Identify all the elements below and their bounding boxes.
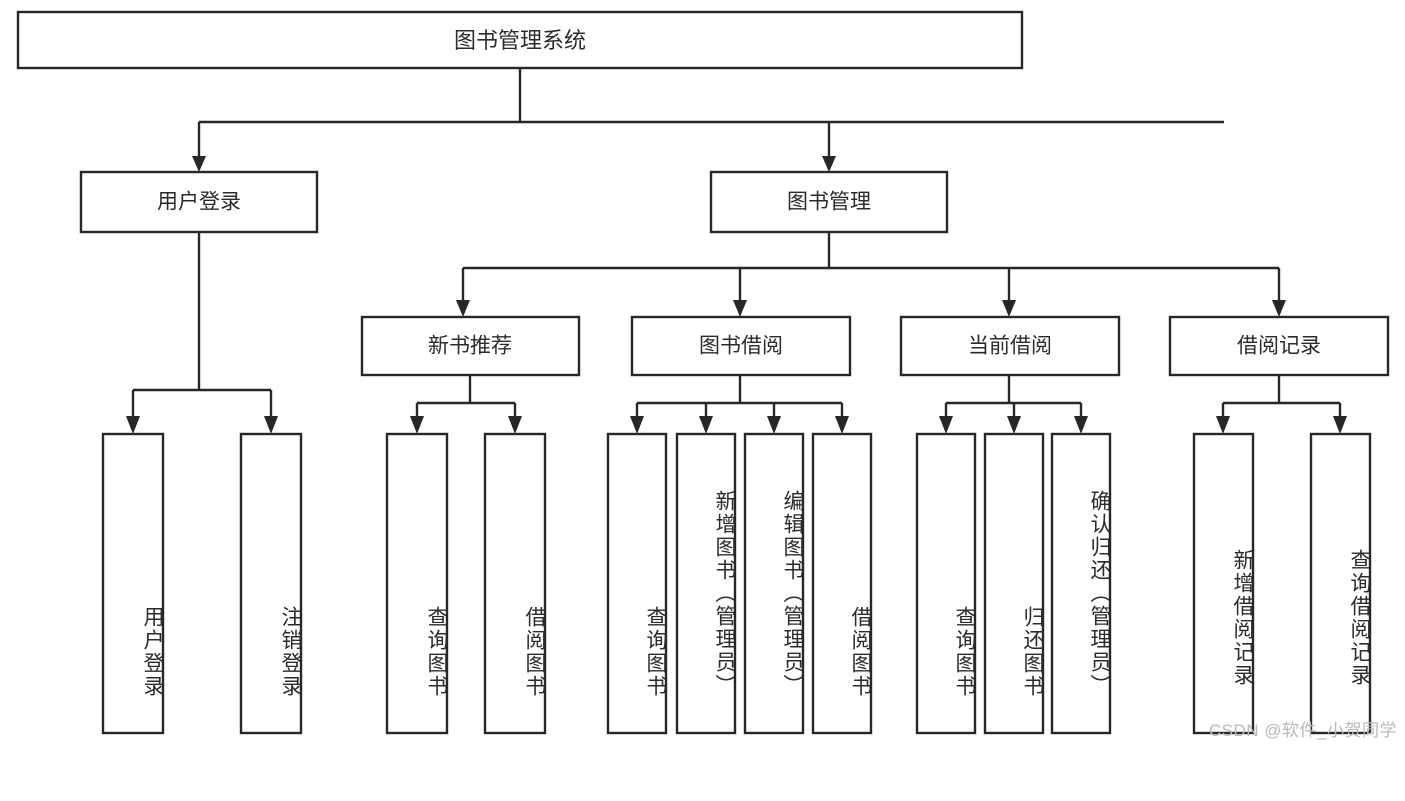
arrowhead-leaf-borrow-book-recommend — [508, 416, 522, 434]
leaf-boxes — [101, 432, 1372, 735]
node-leaf-borrow-book-recommend-box[interactable] — [483, 432, 547, 735]
node-current-borrow-box[interactable] — [899, 315, 1121, 377]
arrowhead-leaf-query-book-current — [939, 416, 953, 434]
node-root[interactable]: 图书管理系统 — [16, 10, 1024, 70]
arrowhead-current-borrow — [1002, 300, 1016, 317]
node-current-borrow-label: 当前借阅 — [968, 335, 1052, 358]
node-leaf-borrow-book-box[interactable] — [811, 432, 873, 735]
node-book-borrow-label: 图书借阅 — [699, 335, 783, 358]
connectors-currentborrow-to-leaves — [939, 375, 1088, 434]
arrowhead-leaf-return-book — [1007, 416, 1021, 434]
node-leaf-query-book-borrow-box[interactable] — [606, 432, 668, 735]
arrowhead-leaf-query-book-recommend — [410, 416, 424, 434]
node-book-manage-box[interactable] — [709, 170, 949, 234]
node-leaf-logout-login-box[interactable] — [239, 432, 303, 735]
node-book-borrow[interactable]: 图书借阅 — [630, 315, 852, 377]
arrowhead-leaf-edit-book-admin — [767, 416, 781, 434]
arrowhead-borrow-record — [1272, 300, 1286, 317]
node-user-login-box[interactable] — [79, 170, 319, 234]
arrowhead-leaf-query-borrow-record — [1333, 416, 1347, 434]
node-user-login[interactable]: 用户登录 — [79, 170, 319, 234]
arrowhead-book-borrow — [733, 300, 747, 317]
connectors-bookmanage-to-level3 — [456, 232, 1286, 317]
connectors-root-to-level2 — [192, 68, 1224, 172]
diagram-canvas: 图书管理系统 用户登录 图书管理 新书推荐 图书借阅 当前借阅 借阅记录 — [16, 10, 1397, 740]
node-leaf-add-book-admin-box[interactable] — [675, 432, 737, 735]
node-root-label: 图书管理系统 — [454, 28, 586, 53]
arrowhead-leaf-confirm-return-admin — [1074, 416, 1088, 434]
node-leaf-user-login-box[interactable] — [101, 432, 165, 735]
arrowhead-book-manage — [822, 156, 836, 172]
connectors-userlogin-to-leaves — [126, 232, 278, 434]
node-book-manage[interactable]: 图书管理 — [709, 170, 949, 234]
arrowhead-leaf-borrow-book — [835, 416, 849, 434]
node-leaf-query-book-current-box[interactable] — [915, 432, 977, 735]
node-current-borrow[interactable]: 当前借阅 — [899, 315, 1121, 377]
node-leaf-edit-book-admin-box[interactable] — [743, 432, 805, 735]
arrowhead-new-book — [456, 300, 470, 317]
node-leaf-query-book-recommend-box[interactable] — [385, 432, 449, 735]
node-book-manage-label: 图书管理 — [787, 191, 871, 214]
node-borrow-record-box[interactable] — [1168, 315, 1390, 377]
node-new-book-recommend-label: 新书推荐 — [428, 335, 512, 358]
arrowhead-leaf-logout-login — [264, 416, 278, 434]
node-leaf-add-borrow-record-box[interactable] — [1192, 432, 1255, 735]
arrowhead-leaf-user-login — [126, 416, 140, 434]
node-leaf-query-borrow-record-box[interactable] — [1309, 432, 1372, 735]
csdn-watermark: CSDN @软件_小贺同学 — [1208, 721, 1397, 740]
node-leaf-confirm-return-admin-box[interactable] — [1050, 432, 1112, 735]
node-user-login-label: 用户登录 — [157, 191, 241, 214]
arrowhead-leaf-add-book-admin — [699, 416, 713, 434]
connectors-borrowrecord-to-leaves — [1216, 375, 1347, 434]
tree-diagram-svg: 图书管理系统 用户登录 图书管理 新书推荐 图书借阅 当前借阅 借阅记录 — [16, 10, 1390, 735]
node-borrow-record-label: 借阅记录 — [1237, 335, 1321, 358]
node-new-book-recommend[interactable]: 新书推荐 — [360, 315, 581, 377]
node-leaf-return-book-box[interactable] — [983, 432, 1045, 735]
node-new-book-recommend-box[interactable] — [360, 315, 581, 377]
node-root-box[interactable] — [16, 10, 1024, 70]
arrowhead-user-login — [192, 156, 206, 172]
connectors-bookborrow-to-leaves — [630, 375, 849, 434]
node-book-borrow-box[interactable] — [630, 315, 852, 377]
arrowhead-leaf-add-borrow-record — [1216, 416, 1230, 434]
node-borrow-record[interactable]: 借阅记录 — [1168, 315, 1390, 377]
arrowhead-leaf-query-book-borrow — [630, 416, 644, 434]
connectors-newbook-to-leaves — [410, 375, 522, 434]
